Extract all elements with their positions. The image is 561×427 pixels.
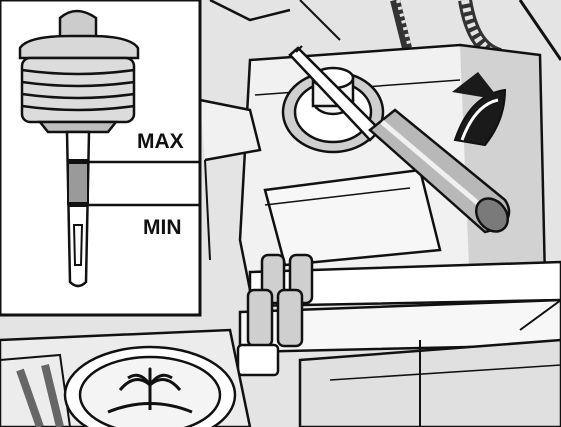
- dipstick-level-zone: [67, 161, 89, 205]
- dipstick-threaded-plug: [20, 56, 136, 134]
- hose-clamps: [236, 253, 314, 377]
- washer-reservoir-cap: [63, 345, 237, 427]
- min-label: MIN: [143, 216, 182, 239]
- rotation-arrow-icon: [452, 72, 507, 147]
- dipstick-inset-panel: MAX MIN: [0, 0, 202, 317]
- screwdriver: [288, 45, 511, 234]
- washer-symbol-icon: [107, 367, 193, 414]
- max-label: MAX: [137, 130, 184, 153]
- dipstick-knob: [58, 9, 98, 40]
